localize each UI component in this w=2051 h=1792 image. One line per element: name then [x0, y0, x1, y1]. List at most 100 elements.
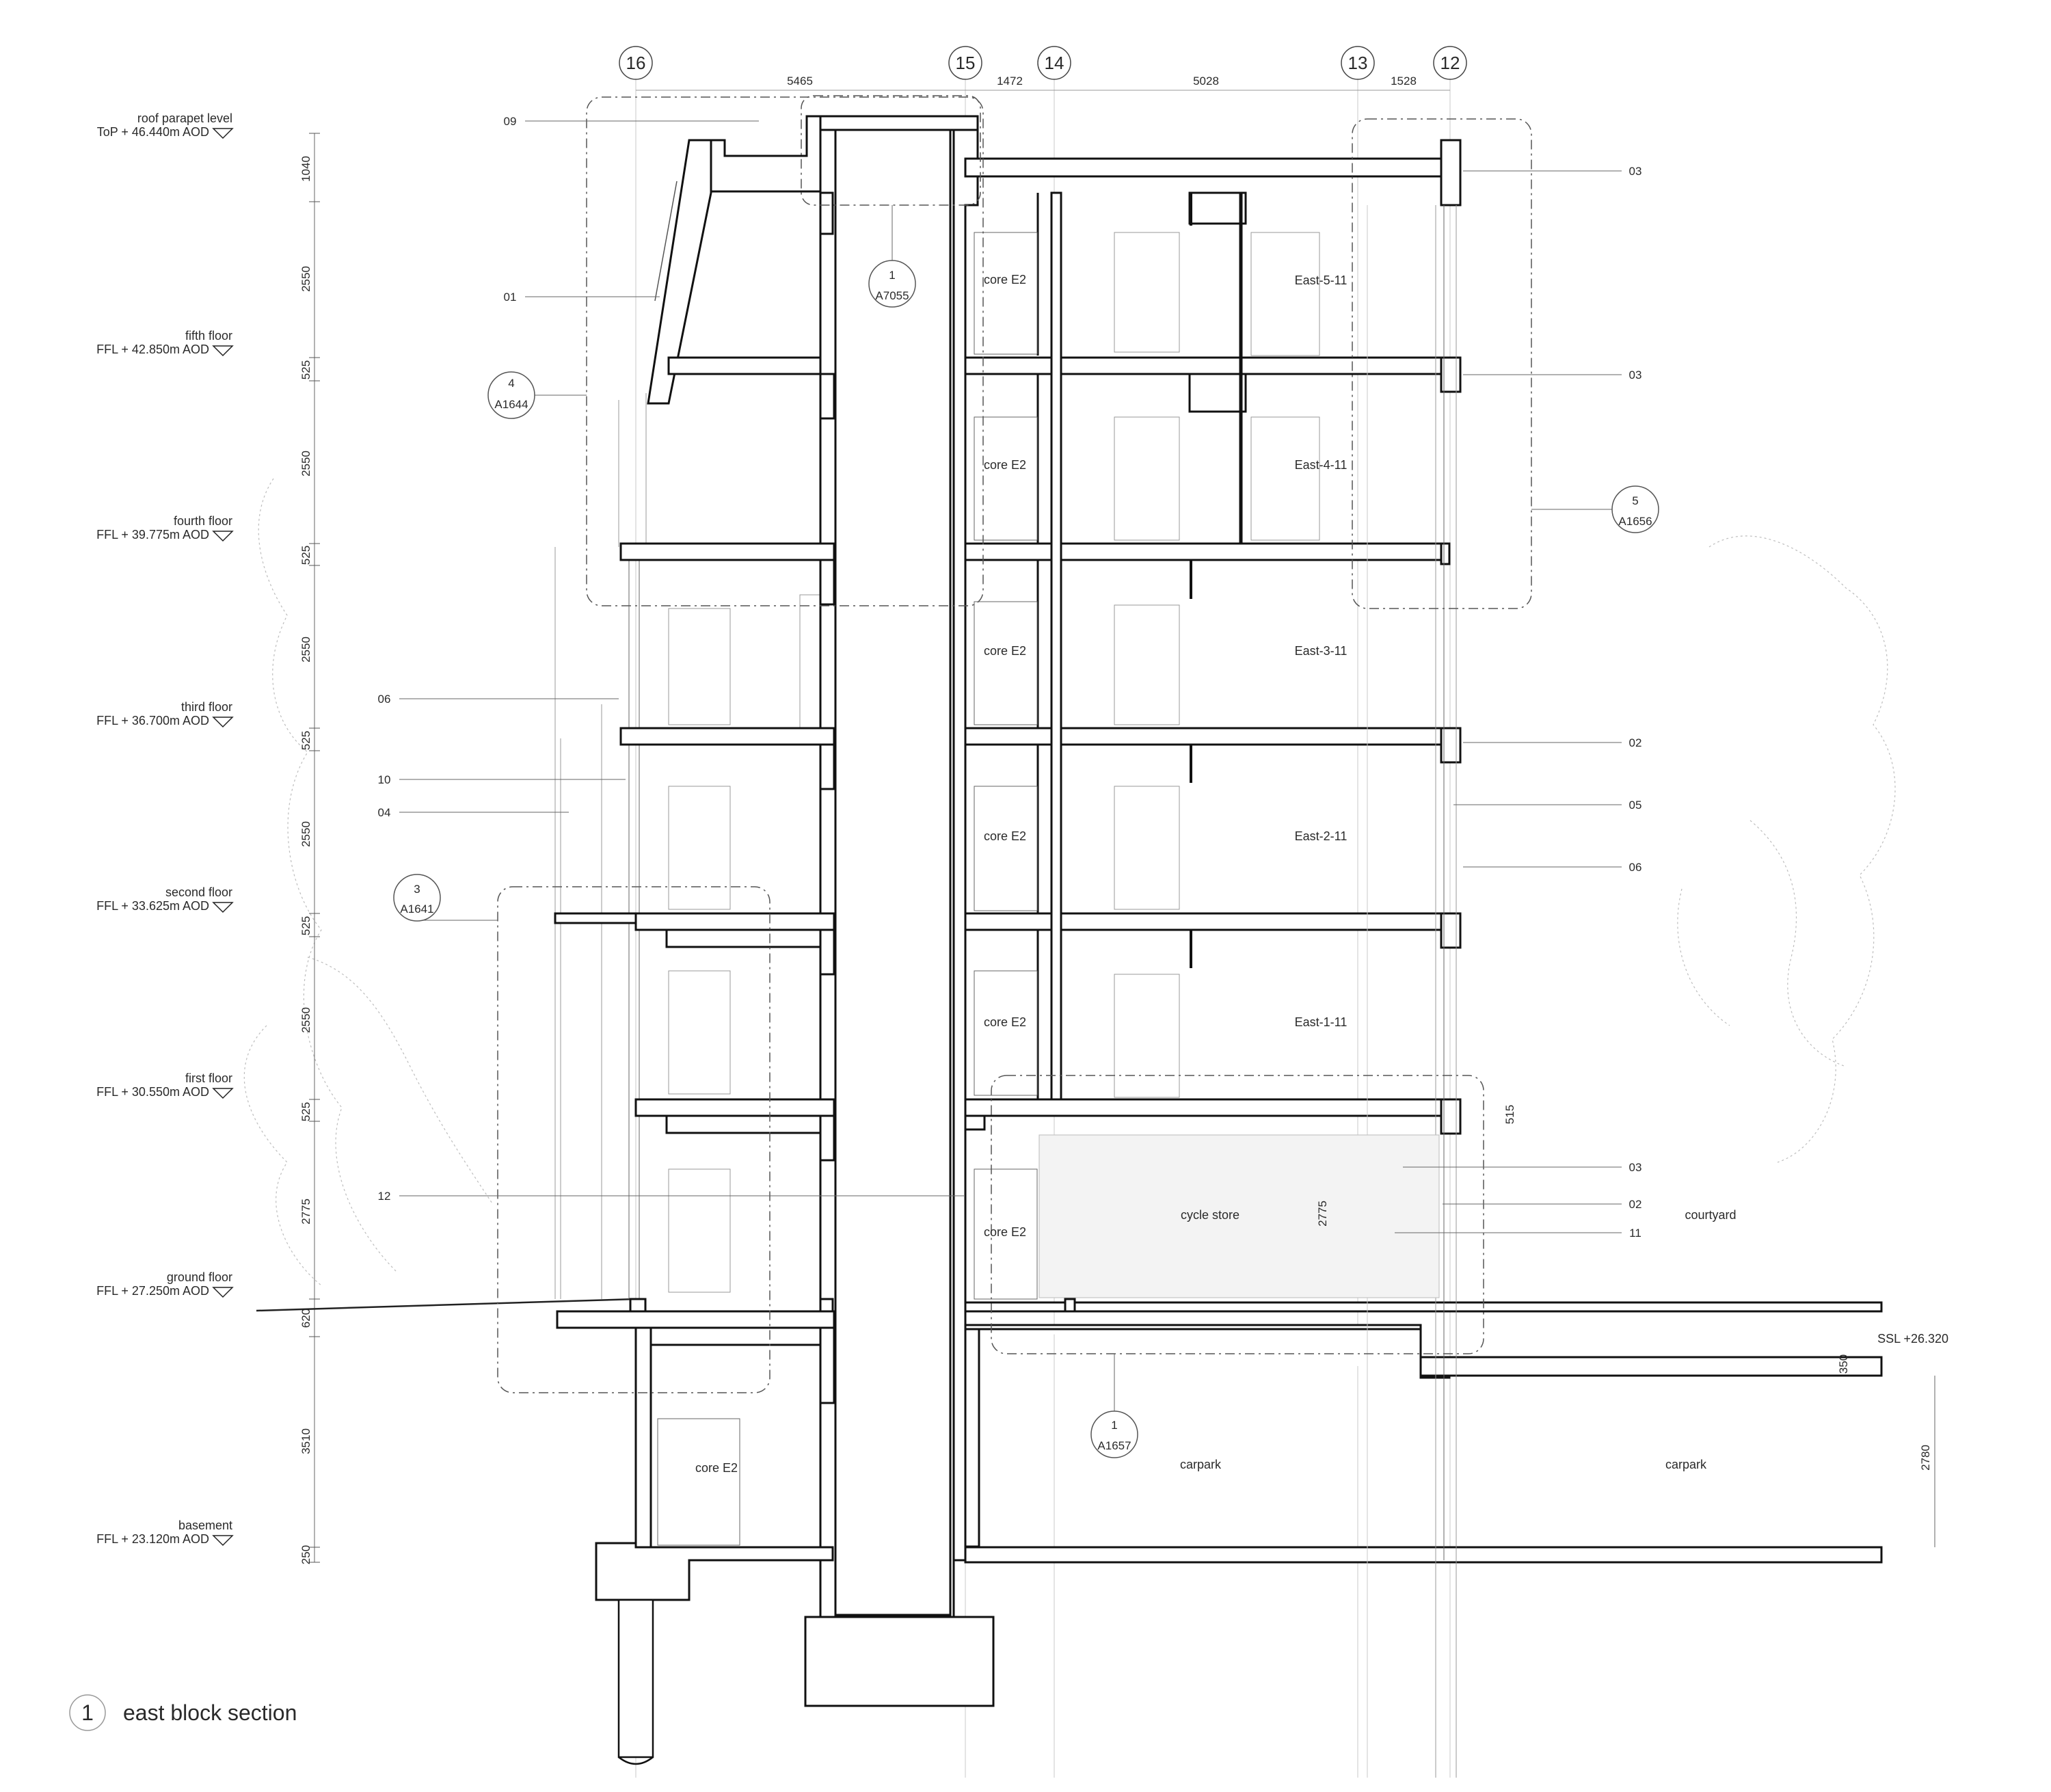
- vdim-250: 250: [299, 1545, 312, 1564]
- tag-12: 12: [378, 1190, 964, 1203]
- cycle-store-area: [1038, 1134, 1440, 1298]
- background-trees: [243, 478, 1896, 1286]
- svg-text:FFL + 33.625m AOD: FFL + 33.625m AOD: [96, 899, 209, 913]
- level-roof-parapet: roof parapet level ToP + 46.440m AOD: [97, 111, 234, 139]
- tag-03-fifth: 03: [1463, 369, 1641, 382]
- svg-text:A1657: A1657: [1097, 1439, 1131, 1452]
- dim-top-1472: 1472: [997, 75, 1023, 88]
- vdim-2775: 2775: [299, 1199, 312, 1225]
- top-dimensions: 5465 1472 5028 1528: [787, 75, 1417, 88]
- svg-text:09: 09: [504, 115, 517, 128]
- svg-text:03: 03: [1629, 165, 1642, 178]
- grid-bubble-15: [948, 46, 982, 80]
- room-core-e2-2: core E2: [984, 829, 1026, 843]
- svg-text:10: 10: [378, 773, 391, 786]
- vdim-2550: 2550: [299, 1007, 312, 1033]
- svg-text:05: 05: [1629, 799, 1642, 812]
- vdim-1040: 1040: [299, 156, 312, 182]
- room-core-e2-4: core E2: [984, 458, 1026, 472]
- room-core-e2-1: core E2: [984, 1015, 1026, 1029]
- dim-top-5465: 5465: [787, 75, 813, 88]
- level-marker-icon: [212, 1287, 234, 1298]
- svg-text:01: 01: [504, 291, 517, 304]
- tag-06-right: 06: [1463, 861, 1641, 874]
- structure: [554, 115, 1883, 1778]
- svg-text:06: 06: [1629, 861, 1642, 874]
- drawing-title: 1 east block section: [69, 1694, 297, 1731]
- ground-line: [256, 1298, 636, 1312]
- svg-text:FFL + 39.775m AOD: FFL + 39.775m AOD: [96, 528, 209, 541]
- svg-text:12: 12: [378, 1190, 391, 1203]
- level-marker-icon: [212, 1535, 234, 1547]
- title-number-bubble: [69, 1694, 106, 1731]
- title-number: 1: [81, 1700, 94, 1725]
- vdim-525: 525: [299, 546, 312, 565]
- room-cycle-store: cycle store: [1181, 1208, 1239, 1222]
- room-east-3-11: East-3-11: [1295, 644, 1348, 658]
- svg-text:A1656: A1656: [1618, 515, 1652, 528]
- svg-text:FFL + 36.700m AOD: FFL + 36.700m AOD: [96, 714, 209, 727]
- svg-text:third floor: third floor: [181, 700, 232, 714]
- callout-1-a7055: 1 A7055: [868, 205, 916, 308]
- ssl-level: SSL +26.320: [1877, 1332, 1948, 1346]
- svg-text:FFL + 23.120m AOD: FFL + 23.120m AOD: [96, 1532, 209, 1546]
- svg-text:04: 04: [378, 806, 391, 819]
- svg-text:A1644: A1644: [494, 398, 528, 411]
- detail-callouts: 1 A7055 4 A1644 5 A1656 3 A1641 1 A1657: [393, 205, 1659, 1458]
- detail-boundaries: [497, 95, 1532, 1393]
- tag-04: 04: [378, 806, 569, 819]
- tag-05: 05: [1453, 799, 1641, 812]
- vdim-525: 525: [299, 916, 312, 935]
- tag-06-left: 06: [378, 693, 619, 706]
- tag-03-roof: 03: [1463, 165, 1641, 178]
- grid-bubble-12: [1433, 46, 1467, 80]
- level-third-floor: third floor FFL + 36.700m AOD: [96, 700, 234, 728]
- vdim-3510: 3510: [299, 1428, 312, 1454]
- parapet-east: [1440, 139, 1462, 206]
- svg-text:1: 1: [889, 269, 895, 282]
- grid-bubble-13: [1341, 46, 1375, 80]
- core-shaft: [834, 129, 952, 1616]
- vdim-2550: 2550: [299, 637, 312, 663]
- vdim-525: 525: [299, 1102, 312, 1121]
- level-marker-icon: [212, 1088, 234, 1099]
- svg-text:FFL + 30.550m AOD: FFL + 30.550m AOD: [96, 1085, 209, 1099]
- vdim-525: 525: [299, 360, 312, 379]
- tag-01: 01: [504, 291, 660, 304]
- level-first-floor: first floor FFL + 30.550m AOD: [96, 1071, 234, 1099]
- svg-text:06: 06: [378, 693, 391, 706]
- room-core-e2-g: core E2: [984, 1225, 1026, 1239]
- room-east-5-11: East-5-11: [1295, 273, 1348, 287]
- grid-markers: 16 15 14 13 12: [619, 46, 1467, 80]
- room-core-e2-5: core E2: [984, 273, 1026, 286]
- dim-top-5028: 5028: [1193, 75, 1219, 88]
- tag-02-ground: 02: [1443, 1198, 1641, 1211]
- callout-1-a1657: 1 A1657: [1090, 1354, 1138, 1458]
- room-carpark-2: carpark: [1665, 1458, 1707, 1471]
- level-marker-icon: [212, 902, 234, 913]
- grid-label-16: 16: [626, 53, 646, 73]
- grid-bubble-16: [619, 46, 653, 80]
- callout-3-a1641: 3 A1641: [393, 874, 498, 922]
- grid-label-14: 14: [1045, 53, 1064, 73]
- level-fifth-floor: fifth floor FFL + 42.850m AOD: [96, 329, 234, 357]
- svg-text:5: 5: [1632, 494, 1638, 507]
- dim-515: 515: [1503, 1105, 1516, 1124]
- courtyard-slab: [1419, 1356, 1883, 1377]
- vdim-620: 620: [299, 1309, 312, 1328]
- tag-11: 11: [1395, 1227, 1641, 1240]
- svg-text:1: 1: [1111, 1419, 1117, 1432]
- svg-text:FFL + 42.850m AOD: FFL + 42.850m AOD: [96, 343, 209, 356]
- left-annotations: 09 01 06 10 04 12: [378, 115, 964, 1203]
- dim-350: 350: [1837, 1354, 1850, 1374]
- level-fourth-floor: fourth floor FFL + 39.775m AOD: [96, 514, 234, 542]
- vdim-525: 525: [299, 731, 312, 750]
- svg-text:02: 02: [1629, 736, 1642, 749]
- tag-10: 10: [378, 773, 626, 786]
- svg-text:basement: basement: [178, 1519, 232, 1532]
- svg-text:3: 3: [414, 883, 420, 896]
- vertical-dimension-chain: 1040 2550 525 2550 525 2550 525 2550 525…: [299, 133, 320, 1564]
- room-core-e2-b: core E2: [695, 1461, 738, 1475]
- pile: [617, 1599, 654, 1758]
